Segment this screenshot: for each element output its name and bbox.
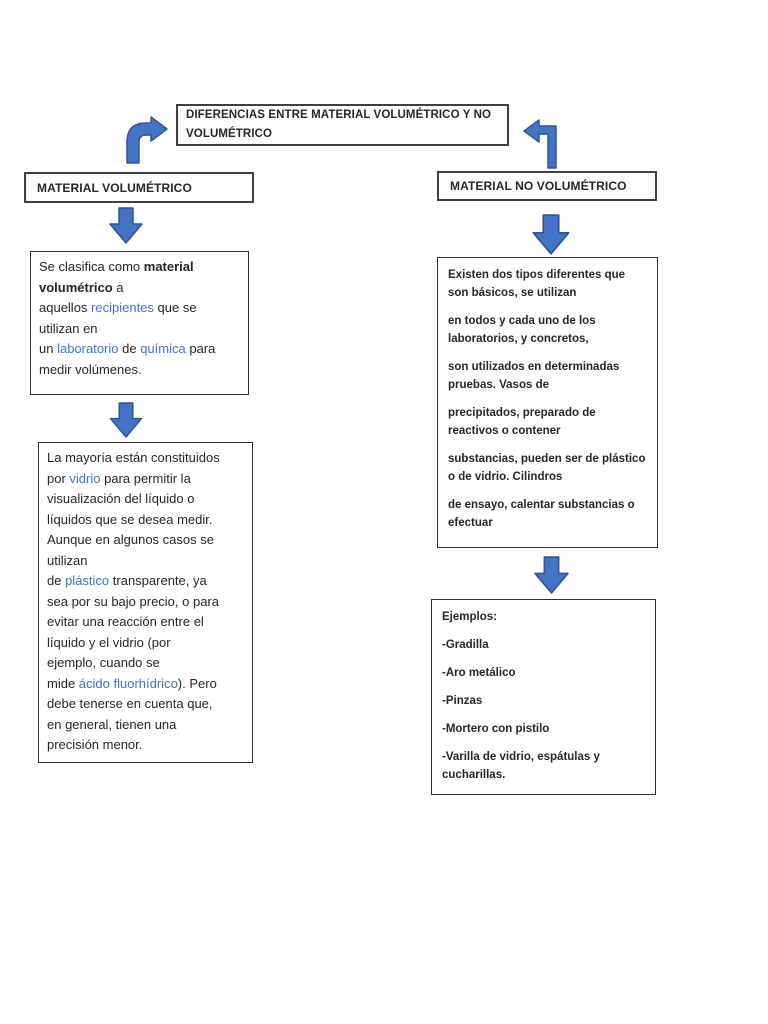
examples-box: Ejemplos: -Gradilla -Aro metálico -Pinza… xyxy=(431,599,656,795)
paragraph: precipitados, preparado de reactivos o c… xyxy=(448,407,596,437)
down-arrow-icon xyxy=(109,207,143,245)
hyperlink[interactable]: plástico xyxy=(65,573,110,588)
paragraph: de ensayo, calentar substancias o efectu… xyxy=(448,499,635,529)
text-segment: que se xyxy=(153,300,197,315)
header-right-text: MATERIAL NO VOLUMÉTRICO xyxy=(450,179,627,193)
header-material-volumetrico: MATERIAL VOLUMÉTRICO xyxy=(24,172,254,203)
text-segment: a xyxy=(112,279,124,295)
text-segment: La mayoría están constituidos xyxy=(47,450,220,465)
bent-left-arrow-icon xyxy=(522,119,558,169)
text-segment: material xyxy=(143,259,194,274)
text-segment: medir volúmenes. xyxy=(39,361,142,377)
hyperlink[interactable]: química xyxy=(140,341,186,356)
text-segment: evitar una reacción entre el xyxy=(47,614,204,629)
text-segment: en general, tienen una xyxy=(47,716,177,732)
left-definition-box: Se clasifica como material volumétrico a a… xyxy=(30,251,249,395)
text-segment: Se clasifica como xyxy=(39,259,144,274)
paragraph: substancias, pueden ser de plástico o de… xyxy=(448,453,646,483)
title-box: DIFERENCIAS ENTRE MATERIAL VOLUMÉTRICO Y… xyxy=(176,104,509,146)
header-material-no-volumetrico: MATERIAL NO VOLUMÉTRICO xyxy=(437,171,657,201)
examples-title: Ejemplos: xyxy=(442,611,497,623)
text-segment: sea por su bajo precio, o para xyxy=(47,593,219,609)
list-item: -Aro metálico xyxy=(442,667,516,679)
down-arrow-icon xyxy=(533,556,570,595)
text-segment: Aunque en algunos casos se xyxy=(47,532,214,547)
text-segment: ejemplo, cuando se xyxy=(47,655,160,670)
text-segment: visualización del líquido o xyxy=(47,491,195,506)
text-segment: precisión menor. xyxy=(47,737,143,752)
title-text: DIFERENCIAS ENTRE MATERIAL VOLUMÉTRICO Y… xyxy=(186,109,492,140)
text-segment: aquellos xyxy=(39,300,92,315)
curved-right-arrow-icon xyxy=(120,116,170,164)
text-segment: líquidos que se desea medir. xyxy=(47,511,213,527)
text-segment: mide xyxy=(47,675,79,691)
text-segment: de xyxy=(118,341,141,356)
text-segment: ). Pero xyxy=(177,675,217,691)
text-segment: para xyxy=(185,341,216,356)
hyperlink[interactable]: vidrio xyxy=(69,470,101,486)
down-arrow-icon xyxy=(109,402,143,439)
paragraph: son utilizados en determinadas pruebas. … xyxy=(448,361,620,391)
text-segment: debe tenerse en cuenta que, xyxy=(47,696,213,711)
text-segment: de xyxy=(47,573,66,588)
hyperlink[interactable]: ácido fluorhídrico xyxy=(78,675,178,691)
text-segment: líquido y el vidrio (por xyxy=(47,634,171,650)
text-segment: por xyxy=(47,470,70,486)
text-segment: un xyxy=(39,341,58,356)
list-item: -Varilla de vidrio, espátulas y cucharil… xyxy=(442,751,600,781)
text-segment: volumétrico xyxy=(39,279,113,295)
header-left-text: MATERIAL VOLUMÉTRICO xyxy=(37,180,192,195)
text-segment: para permitir la xyxy=(100,470,191,486)
down-arrow-icon xyxy=(532,214,570,256)
list-item: -Gradilla xyxy=(442,639,489,651)
paragraph: Existen dos tipos diferentes que son bás… xyxy=(448,269,626,299)
list-item: -Mortero con pistilo xyxy=(442,723,550,735)
text-segment: transparente, ya xyxy=(109,573,207,588)
list-item: -Pinzas xyxy=(442,695,483,707)
right-description-box: Existen dos tipos diferentes que son bás… xyxy=(437,257,658,548)
hyperlink[interactable]: laboratorio xyxy=(57,341,119,356)
paragraph: en todos y cada uno de los laboratorios,… xyxy=(448,315,596,345)
text-segment: utilizan xyxy=(47,552,88,568)
hyperlink[interactable]: recipientes xyxy=(91,300,154,315)
text-segment: utilizan en xyxy=(39,320,98,336)
